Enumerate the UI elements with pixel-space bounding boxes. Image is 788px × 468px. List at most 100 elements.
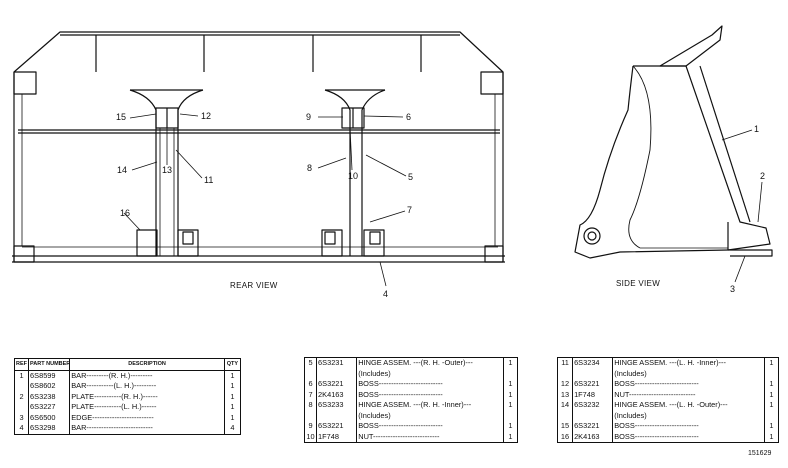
part-number-cell: 2K4163 — [572, 431, 614, 443]
qty-cell: 1 — [230, 402, 235, 412]
callout-16: 16 — [120, 208, 131, 218]
part-number-cell: 6S3298 — [28, 423, 71, 434]
ref-no-cell — [14, 402, 30, 413]
qty-cell: 1 — [508, 389, 513, 399]
description-cell: BOSS-------------------------- — [356, 421, 504, 432]
callout-9: 9 — [306, 112, 312, 122]
ref-no-cell: 10 — [304, 431, 318, 443]
part-number-cell: 6S3221 — [316, 421, 358, 432]
header-description: DESCRIPTION — [69, 358, 225, 371]
description-cell: HINGE ASSEM. ---(R. H. -Outer)--- — [356, 357, 504, 369]
qty-cell: 1 — [230, 391, 235, 401]
part-number-cell: 6S3232 — [572, 400, 614, 411]
part-number-cell: 2K4163 — [316, 389, 358, 400]
qty-cell: 1 — [230, 381, 235, 391]
qty-cell: 1 — [769, 431, 774, 441]
part-number-cell — [316, 368, 358, 379]
ref-no-cell: 1 — [14, 370, 30, 381]
callout-5: 5 — [408, 172, 414, 182]
description-cell: (Includes) — [612, 410, 765, 421]
description-cell: (Includes) — [356, 410, 504, 421]
description-cell: BAR-----------(L. H.)--------- — [69, 381, 225, 392]
part-number-cell: 6S3221 — [572, 379, 614, 390]
description-cell: HINGE ASSEM. ---(R. H. -Inner)--- — [356, 400, 504, 411]
ref-no-cell: 7 — [304, 389, 318, 400]
bucket-drawing — [12, 25, 773, 287]
qty-cell — [764, 411, 778, 422]
qty-cell: 1 — [508, 358, 513, 368]
figure-number: 151629 — [748, 450, 772, 457]
ref-no-cell — [304, 368, 318, 379]
ref-no-cell: 14 — [557, 400, 574, 411]
part-number-cell: 1F748 — [316, 431, 358, 443]
table-row: (Includes) — [557, 410, 779, 422]
qty-cell — [503, 369, 517, 380]
part-number-cell: 6S3238 — [28, 391, 71, 402]
callout-1: 1 — [754, 124, 760, 134]
qty-cell: 1 — [769, 379, 774, 389]
part-number-cell — [572, 368, 614, 379]
ref-no-cell — [304, 410, 318, 421]
description-cell: NUT--------------------------- — [612, 389, 765, 400]
callout-8: 8 — [307, 163, 313, 173]
description-cell: NUT--------------------------- — [356, 431, 504, 443]
ref-no-cell: 6 — [304, 379, 318, 390]
callout-4: 4 — [383, 289, 389, 299]
ref-no-cell: 8 — [304, 400, 318, 411]
description-cell: PLATE-----------(R. H.)------ — [69, 391, 225, 402]
table-row: (Includes) — [557, 368, 779, 379]
header-ref-no: REF NO. — [14, 358, 30, 371]
qty-cell: 1 — [508, 379, 513, 389]
qty-cell: 1 — [230, 370, 235, 380]
description-cell: BOSS-------------------------- — [612, 421, 765, 432]
callout-2: 2 — [760, 171, 766, 181]
description-cell: HINGE ASSEM. ---(L. H. -Outer)--- — [612, 400, 765, 411]
description-cell: (Includes) — [356, 368, 504, 379]
qty-cell: 1 — [769, 400, 774, 410]
callout-6: 6 — [406, 112, 412, 122]
description-cell: BOSS-------------------------- — [356, 389, 504, 400]
description-cell: BAR---------(R. H.)--------- — [69, 370, 225, 381]
ref-no-cell: 11 — [557, 357, 574, 369]
description-cell: BOSS-------------------------- — [612, 431, 765, 443]
header-qty: QTY — [224, 358, 241, 371]
qty-cell: 1 — [769, 421, 774, 431]
ref-no-cell: 2 — [14, 391, 30, 402]
qty-cell — [503, 411, 517, 422]
table-row: (Includes) — [304, 410, 518, 422]
header-part-number: PART NUMBER — [28, 358, 71, 371]
part-number-cell: 6S3233 — [316, 400, 358, 411]
description-cell: HINGE ASSEM. ---(L. H. -Inner)--- — [612, 357, 765, 369]
part-number-cell: 6S3231 — [316, 357, 358, 369]
qty-cell: 1 — [769, 358, 774, 368]
part-number-cell — [316, 410, 358, 421]
ref-no-cell: 9 — [304, 421, 318, 432]
description-cell: (Includes) — [612, 368, 765, 379]
rear-view-label: REAR VIEW — [230, 281, 278, 290]
qty-cell: 4 — [230, 423, 235, 433]
ref-no-cell: 5 — [304, 357, 318, 369]
part-number-cell: 6S3227 — [28, 402, 71, 413]
callout-10: 10 — [348, 171, 359, 181]
description-cell: EDGE------------------------- — [69, 412, 225, 423]
